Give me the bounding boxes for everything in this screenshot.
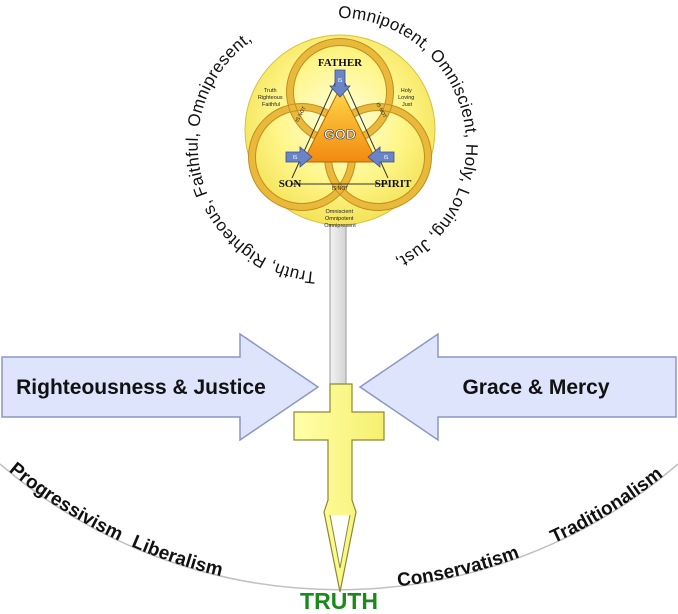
left-arrow-label: Righteousness & Justice	[16, 376, 266, 399]
cross	[293, 383, 385, 593]
cross-spike-notch	[329, 514, 351, 569]
truth-label: TRUTH	[300, 588, 378, 614]
right-arrow	[358, 332, 677, 442]
is-label-top: IS	[338, 78, 343, 84]
spirit-traits: Holy Loving Just	[398, 88, 416, 108]
svg-text:Traditionalism: Traditionalism	[547, 463, 667, 547]
left-arrow	[1, 332, 320, 442]
spectrum-labels: Progressivism	[5, 459, 126, 546]
svg-text:Conservatism: Conservatism	[396, 542, 522, 591]
right-arrow-label: Grace & Mercy	[462, 376, 609, 399]
father-label: FATHER	[318, 57, 363, 69]
son-traits: Omniscient Omnipotent Omnipresent	[324, 209, 356, 229]
son-label: SON	[279, 178, 302, 190]
connecting-shaft	[329, 224, 347, 391]
label-traditionalism: Traditionalism	[547, 463, 667, 547]
label-liberalism: Liberalism	[129, 531, 225, 581]
label-conservatism: Conservatism	[396, 542, 522, 591]
is-not-bottom: IS NOT	[332, 186, 349, 192]
spirit-label: SPIRIT	[375, 178, 412, 190]
is-arrows	[285, 69, 395, 168]
label-progressivism: Progressivism	[5, 459, 126, 546]
father-traits: Truth Righteous Faithful	[258, 88, 284, 108]
god-label: GOD	[324, 126, 356, 142]
god-triangle	[302, 86, 378, 163]
is-label-left: IS	[293, 155, 298, 161]
is-label-right: IS	[384, 155, 389, 161]
svg-text:Liberalism: Liberalism	[129, 531, 225, 581]
